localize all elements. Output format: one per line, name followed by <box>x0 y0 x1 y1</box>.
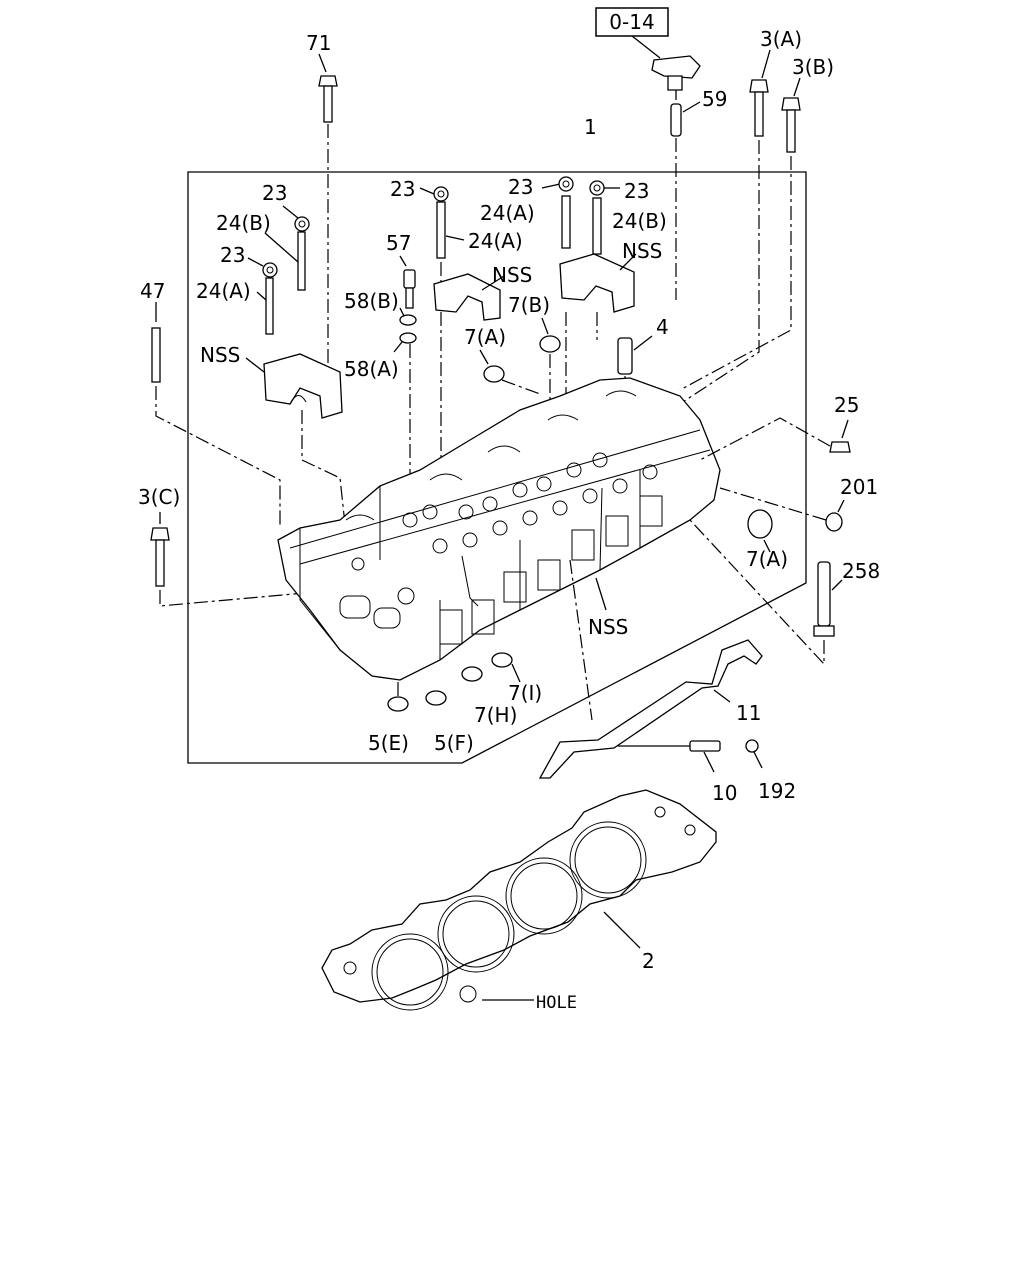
nut-192-part <box>745 739 763 769</box>
label-11[interactable]: 11 <box>736 701 761 725</box>
reference-box-label: 0-14 <box>609 10 654 34</box>
label-3a[interactable]: 3(A) <box>760 27 802 51</box>
glow-plug-10-part <box>618 740 721 773</box>
label-nss-top-right[interactable]: NSS <box>622 239 662 263</box>
bearing-cap-left <box>245 353 343 419</box>
label-24b-right[interactable]: 24(B) <box>612 209 667 233</box>
label-7b[interactable]: 7(B) <box>508 293 550 317</box>
label-24a-mid[interactable]: 24(A) <box>468 229 523 253</box>
label-24b-left[interactable]: 24(B) <box>216 211 271 235</box>
label-7i[interactable]: 7(I) <box>508 681 542 705</box>
nut-23-left-top <box>282 205 310 291</box>
label-3b[interactable]: 3(B) <box>792 55 834 79</box>
label-nss-left[interactable]: NSS <box>200 343 240 367</box>
label-23-left-top[interactable]: 23 <box>262 181 287 205</box>
label-10[interactable]: 10 <box>712 781 737 805</box>
label-201[interactable]: 201 <box>840 475 878 499</box>
label-1[interactable]: 1 <box>584 115 597 139</box>
cap-7a-right-part <box>747 509 773 553</box>
label-2[interactable]: 2 <box>642 949 655 973</box>
o-ring-58b <box>399 307 417 326</box>
label-nss-bottom[interactable]: NSS <box>588 615 628 639</box>
label-4[interactable]: 4 <box>656 315 669 339</box>
part-labels: 71 3(A) 3(B) 59 1 23 24(B) 23 24(A) 47 2… <box>138 27 880 1013</box>
bolt-25-part <box>699 417 851 461</box>
pin-59-part <box>670 101 701 300</box>
harness-11-part <box>538 639 763 779</box>
plug-201-part <box>719 487 845 532</box>
nut-23-mid <box>419 186 465 462</box>
label-58b[interactable]: 58(B) <box>344 289 399 313</box>
label-23-mid[interactable]: 23 <box>390 177 415 201</box>
label-hole[interactable]: HOLE <box>536 993 577 1013</box>
label-24a-right[interactable]: 24(A) <box>480 201 535 225</box>
label-5f[interactable]: 5(F) <box>434 731 474 755</box>
label-192[interactable]: 192 <box>758 779 796 803</box>
label-71[interactable]: 71 <box>306 31 331 55</box>
label-nss-top-mid[interactable]: NSS <box>492 263 532 287</box>
label-23-right-b[interactable]: 23 <box>624 179 649 203</box>
seal-5f-part <box>425 690 447 706</box>
label-58a[interactable]: 58(A) <box>344 357 399 381</box>
label-258[interactable]: 258 <box>842 559 880 583</box>
cylinder-head-body <box>277 377 721 681</box>
label-5e[interactable]: 5(E) <box>368 731 409 755</box>
nut-23-right-b <box>589 180 620 255</box>
sleeve-258-part <box>689 519 843 666</box>
bolt-3b-part <box>679 77 801 391</box>
bearing-cap-right <box>559 253 637 313</box>
label-7a-left[interactable]: 7(A) <box>464 325 506 349</box>
stud-47-part <box>151 302 281 528</box>
label-47[interactable]: 47 <box>140 279 165 303</box>
seal-5e-part <box>387 680 409 712</box>
seal-7i-part <box>491 652 513 668</box>
bearing-cap-mid <box>433 273 505 321</box>
bolt-57-part <box>399 255 416 309</box>
label-7a-right[interactable]: 7(A) <box>746 547 788 571</box>
label-23-right-a[interactable]: 23 <box>508 175 533 199</box>
assembly-frame <box>187 171 807 764</box>
o-ring-58a <box>393 332 417 353</box>
head-gasket-2-part <box>321 789 717 1011</box>
nut-23-right-a <box>541 176 574 249</box>
label-59[interactable]: 59 <box>702 87 727 111</box>
label-24a-left[interactable]: 24(A) <box>196 279 251 303</box>
label-25[interactable]: 25 <box>834 393 859 417</box>
seal-7h-part <box>461 666 483 682</box>
nut-23-left-mid <box>247 257 278 335</box>
reference-box[interactable]: 0-14 <box>595 7 669 37</box>
label-23-left-mid[interactable]: 23 <box>220 243 245 267</box>
label-57[interactable]: 57 <box>386 231 411 255</box>
label-3c[interactable]: 3(C) <box>138 485 180 509</box>
bolt-71-part <box>318 53 338 380</box>
seal-7a-left-part <box>479 349 541 395</box>
label-7h[interactable]: 7(H) <box>474 703 517 727</box>
sensor-part <box>631 35 701 100</box>
